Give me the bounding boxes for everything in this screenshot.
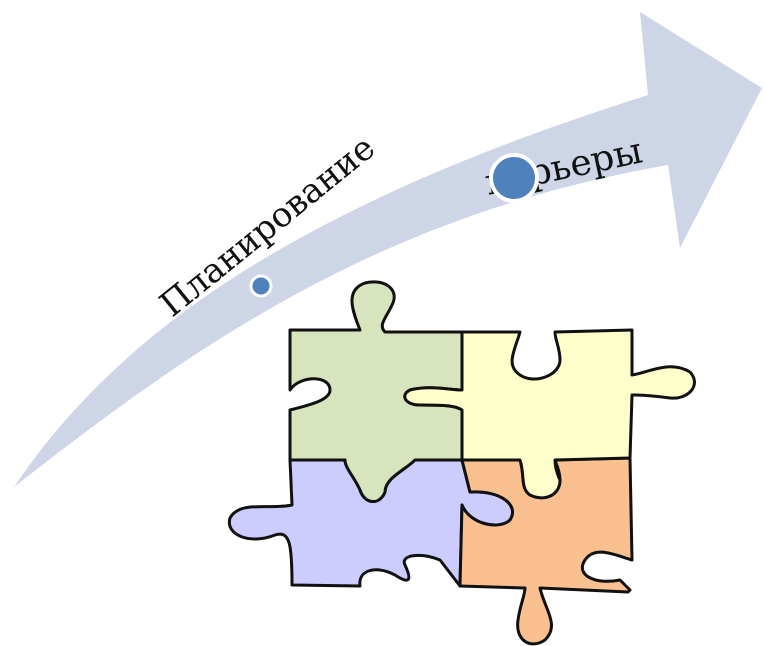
puzzle-piece-yellow [403,328,696,500]
curved-arrow [14,12,762,487]
small-marker-dot [249,274,273,298]
large-marker-dot [489,153,539,203]
